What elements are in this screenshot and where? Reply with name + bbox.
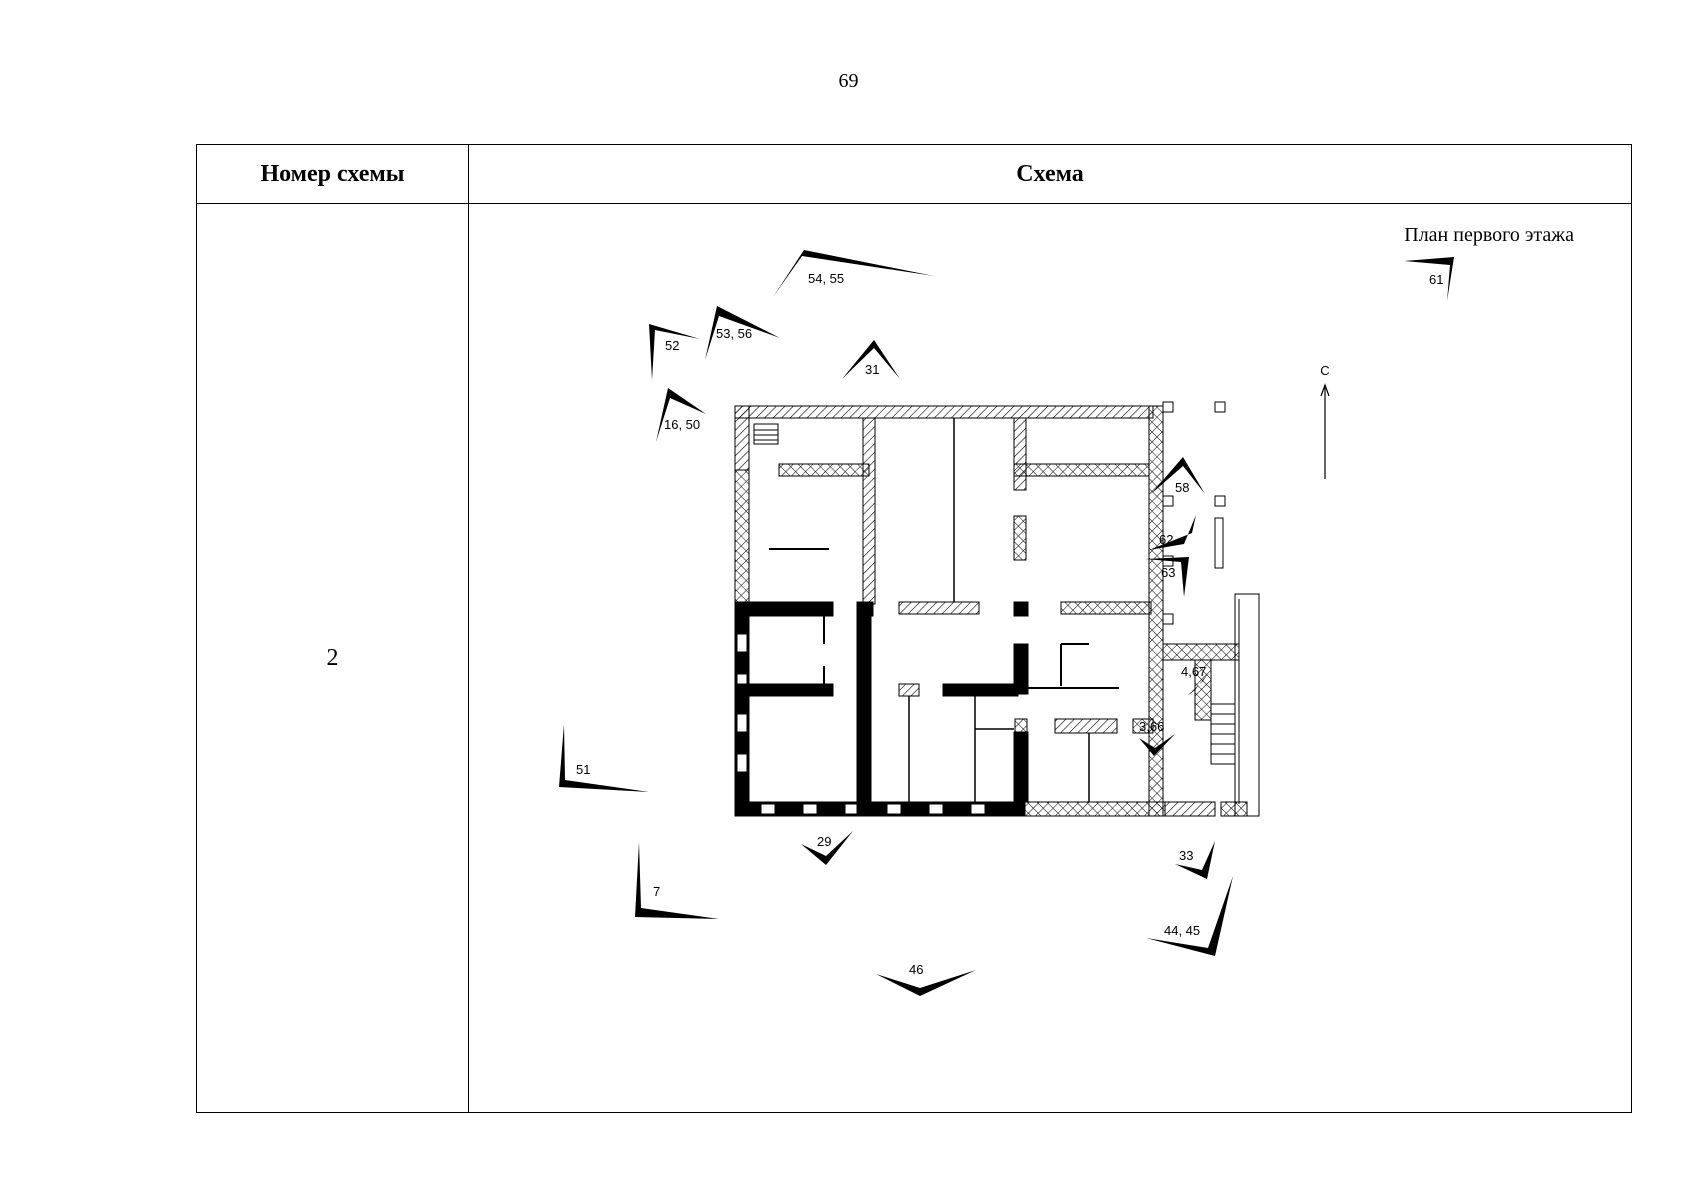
viewpoint-16-50: 16, 50 — [656, 388, 706, 442]
viewpoint-3-66: 3,66 — [1139, 719, 1175, 756]
viewpoint-63: 63 — [1145, 557, 1189, 597]
svg-text:31: 31 — [865, 362, 879, 377]
svg-text:58: 58 — [1175, 480, 1189, 495]
plan-title: План первого этажа — [1404, 224, 1574, 246]
svg-text:7: 7 — [653, 884, 660, 899]
svg-text:61: 61 — [1429, 272, 1443, 287]
viewpoint-61: 61 — [1404, 257, 1454, 301]
svg-text:33: 33 — [1179, 848, 1193, 863]
svg-text:53, 56: 53, 56 — [716, 326, 752, 341]
scheme-cell: План первого этажа С — [468, 203, 1632, 1113]
north-arrow: С — [1320, 363, 1330, 479]
viewpoint-54-55: 54, 55 — [773, 250, 934, 297]
svg-text:46: 46 — [909, 962, 923, 977]
north-label: С — [1320, 363, 1329, 378]
viewpoint-52: 52 — [649, 324, 700, 380]
svg-text:51: 51 — [576, 762, 590, 777]
svg-text:16, 50: 16, 50 — [664, 417, 700, 432]
header-scheme: Схема — [468, 144, 1632, 204]
viewpoint-51: 51 — [559, 724, 649, 792]
viewpoint-62: 62 — [1149, 515, 1196, 550]
svg-text:4,67: 4,67 — [1181, 664, 1206, 679]
svg-text:62: 62 — [1159, 532, 1173, 547]
svg-text:29: 29 — [817, 834, 831, 849]
page-number: 69 — [838, 70, 859, 92]
svg-text:63: 63 — [1161, 565, 1175, 580]
scheme-number-cell: 2 — [196, 203, 469, 1113]
header-scheme-number: Номер схемы — [196, 144, 469, 204]
viewpoint-29: 29 — [801, 831, 853, 865]
viewpoint-44-45: 44, 45 — [1146, 876, 1233, 956]
schema-table: Номер схемы Схема 2 План первого этажа — [196, 144, 1632, 1113]
table-row: 2 План первого этажа — [196, 203, 1632, 1113]
viewpoint-4-67: 4,67 — [1181, 664, 1209, 696]
viewpoint-53-56: 53, 56 — [705, 306, 780, 360]
floor-plan-drawing: План первого этажа С — [559, 224, 1574, 996]
viewpoint-31: 31 — [842, 340, 900, 379]
svg-text:52: 52 — [665, 338, 679, 353]
svg-text:54, 55: 54, 55 — [808, 271, 844, 286]
svg-text:44, 45: 44, 45 — [1164, 923, 1200, 938]
table-header-row: Номер схемы Схема — [196, 144, 1632, 204]
building-plan — [734, 401, 1260, 817]
viewpoint-46: 46 — [876, 962, 976, 996]
viewpoint-markers: 54, 55 61 52 53, 56 — [559, 250, 1454, 996]
viewpoint-33: 33 — [1175, 841, 1215, 879]
viewpoint-7: 7 — [635, 842, 719, 919]
svg-text:3,66: 3,66 — [1139, 719, 1164, 734]
viewpoint-58: 58 — [1151, 457, 1205, 495]
